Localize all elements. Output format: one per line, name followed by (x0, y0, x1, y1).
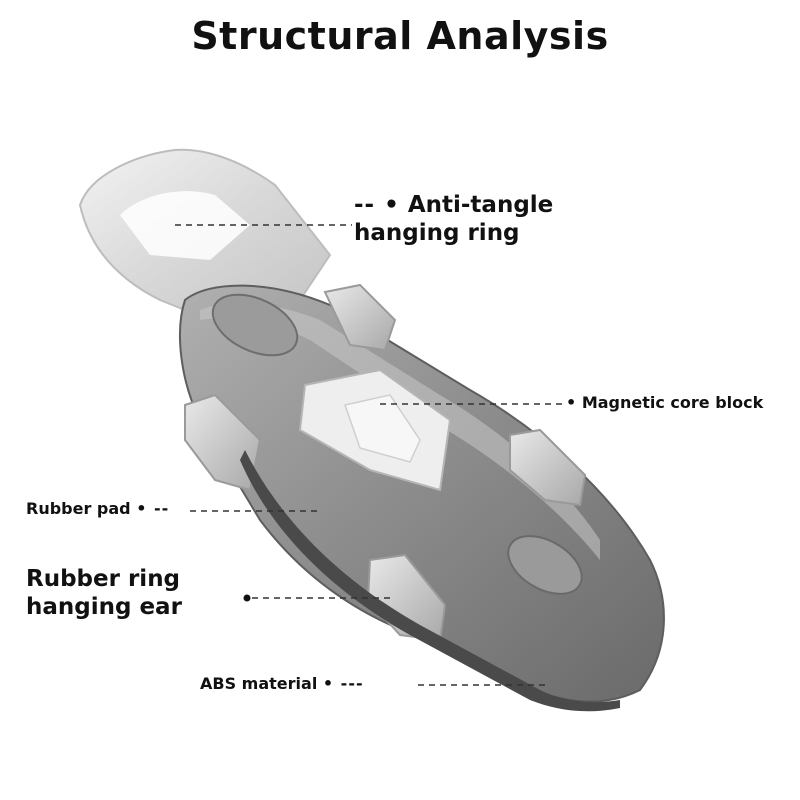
leader-dot-rubber-ring (243, 594, 251, 602)
label-rubber-ring: Rubber ring hanging ear (26, 566, 182, 621)
label-abs-material-text: ABS material (200, 674, 318, 693)
label-anti-tangle-lead: -- • (354, 192, 400, 218)
label-abs-material: ABS material • --- (200, 674, 364, 693)
label-rubber-pad-trail: • -- (136, 499, 170, 518)
label-rubber-pad: Rubber pad • -- (26, 499, 169, 518)
label-rubber-pad-text: Rubber pad (26, 499, 131, 518)
label-magnetic-core-text: Magnetic core block (581, 393, 764, 412)
label-magnetic-core: • Magnetic core block (566, 393, 763, 412)
rubber-ring-hanging-ear-right (509, 428, 587, 507)
label-anti-tangle-line1: Anti-tangle (407, 192, 554, 218)
rubber-ring-hanging-ear-left (184, 393, 262, 492)
rubber-ring-hanging-ear-upper (323, 283, 397, 352)
label-abs-material-trail: • --- (322, 674, 364, 693)
clip-body (179, 284, 665, 703)
label-rubber-ring-line1: Rubber ring (26, 566, 181, 592)
page-title: Structural Analysis (191, 14, 609, 58)
label-rubber-ring-line2: hanging ear (26, 593, 182, 620)
label-magnetic-core-lead: • (566, 393, 577, 412)
leader-lines (175, 224, 565, 686)
magnetic-core-block (298, 368, 452, 492)
label-anti-tangle-line2: hanging ring (354, 219, 520, 246)
label-anti-tangle: -- • Anti-tangle hanging ring (354, 192, 553, 247)
anti-tangle-ring (78, 148, 332, 322)
